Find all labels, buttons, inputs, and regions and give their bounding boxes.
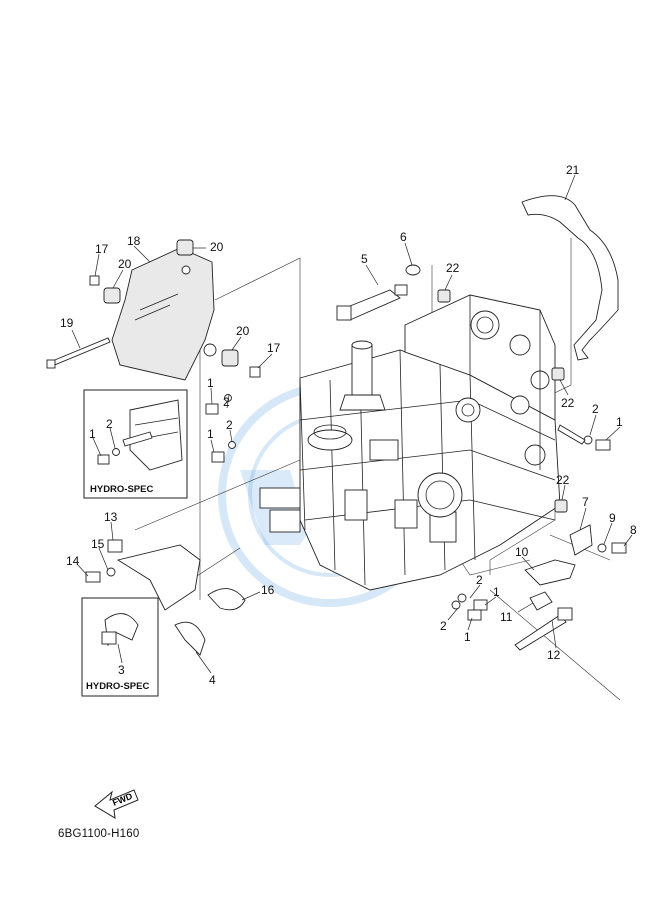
callout-20-a: 20 [210, 240, 224, 254]
callout-16: 16 [261, 583, 275, 597]
inset-box-hydro-spec-lower: HYDRO-SPEC [81, 597, 159, 697]
callout-7: 7 [582, 495, 589, 509]
leader-lines [71, 174, 633, 674]
callout-1-b: 1 [207, 427, 214, 441]
callout-numbers: 1 1 1 1 1 1 2 2 2 2 2 2 3 4 5 6 7 8 9 10… [60, 163, 637, 687]
part-21-bracket [521, 195, 619, 361]
callout-6: 6 [400, 230, 407, 244]
callout-2-c: 2 [592, 402, 599, 416]
crankshaft-top [307, 340, 386, 451]
callout-1-inset: 1 [89, 427, 96, 441]
cylinder-head [404, 294, 556, 470]
callout-1-c: 1 [616, 415, 623, 429]
callout-2-inset: 2 [106, 417, 113, 431]
callout-22-c: 22 [556, 473, 570, 487]
callout-21: 21 [566, 163, 580, 177]
callout-20-b: 20 [118, 257, 132, 271]
callout-13: 13 [104, 510, 118, 524]
callout-2-a: 2 [223, 395, 230, 409]
callout-20-c: 20 [236, 324, 250, 338]
callout-22-b: 22 [561, 396, 575, 410]
part-18-cover [111, 247, 217, 381]
callout-2-e: 2 [440, 619, 447, 633]
inset-label-hydro-spec-1: HYDRO-SPEC [90, 484, 153, 495]
callout-1-d: 1 [493, 585, 500, 599]
callout-8: 8 [630, 523, 637, 537]
callout-14: 14 [66, 554, 80, 568]
callout-1-e: 1 [464, 630, 471, 644]
callout-4: 4 [209, 673, 216, 687]
callout-17-b: 17 [267, 341, 281, 355]
inset-box-hydro-spec-upper: HYDRO-SPEC [83, 389, 188, 499]
callout-3: 3 [118, 663, 125, 677]
small-parts [46, 239, 627, 656]
callout-17-a: 17 [95, 242, 109, 256]
callout-5: 5 [361, 252, 368, 266]
callout-12: 12 [547, 648, 561, 662]
callout-22-a: 22 [446, 261, 460, 275]
callout-11: 11 [500, 610, 513, 624]
callout-18: 18 [127, 234, 141, 248]
fwd-arrow: FWD [94, 789, 139, 819]
callout-9: 9 [609, 511, 616, 525]
callout-10: 10 [515, 545, 529, 559]
callout-1-a: 1 [207, 376, 214, 390]
diagram-reference-code: 6BG1100-H160 [58, 828, 140, 840]
inset-label-hydro-spec-2: HYDRO-SPEC [86, 681, 149, 692]
callout-2-b: 2 [226, 418, 233, 432]
callout-15: 15 [91, 537, 105, 551]
callout-2-d: 2 [476, 573, 483, 587]
callout-19: 19 [60, 316, 74, 330]
